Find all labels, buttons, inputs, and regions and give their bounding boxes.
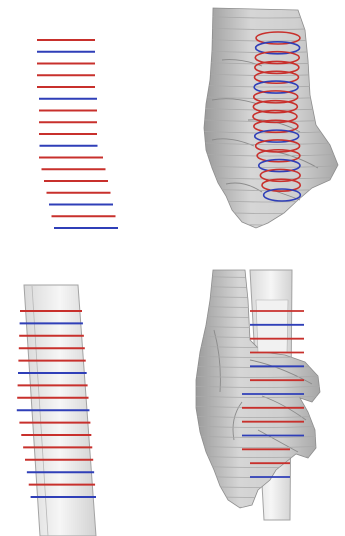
panel-top-left-slice-lines [37, 40, 118, 228]
panel-bottom-left-cylinder [17, 285, 96, 536]
contour-line [190, 506, 330, 508]
cylinder-right-front [256, 300, 288, 352]
contour-line [196, 223, 345, 225]
contour-line [190, 496, 330, 498]
panel-top-right-hand [196, 8, 345, 228]
panel-bottom-right-hand-grasp [190, 270, 330, 520]
